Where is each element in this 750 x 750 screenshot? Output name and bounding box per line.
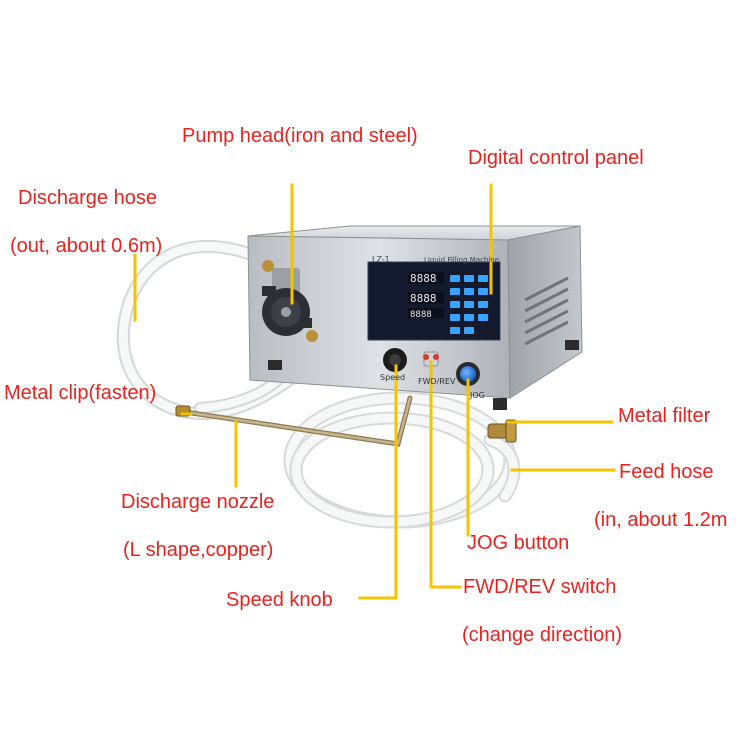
label-metal-filter: Metal filter	[618, 405, 711, 427]
label-fwd-rev-switch: FWD/REV switch	[463, 576, 617, 598]
label-feed-hose: Feed hose	[619, 461, 714, 483]
label-discharge-hose: Discharge hose	[18, 187, 157, 209]
machine-title-text: Liquid Filling Machine	[424, 256, 499, 264]
fwd-rev-switch-illustration	[423, 351, 439, 367]
display-2-text: 8888	[410, 292, 437, 305]
label-discharge-nozzle-shape: (L shape,copper)	[123, 539, 274, 561]
label-jog-button: JOG button	[467, 532, 570, 554]
label-speed-knob: Speed knob	[226, 589, 333, 611]
jog-button-illustration	[456, 362, 480, 386]
label-pump-head: Pump head(iron and steel)	[182, 125, 418, 147]
label-metal-clip: Metal clip(fasten)	[4, 382, 157, 404]
label-discharge-hose-length: (out, about 0.6m)	[10, 235, 163, 257]
speed-knob-illustration	[383, 348, 407, 372]
speed-panel-label: Speed	[380, 373, 405, 382]
label-discharge-nozzle: Discharge nozzle	[121, 491, 275, 513]
fwd-rev-panel-label: FWD/REV	[418, 377, 456, 386]
leader-lines	[133, 183, 616, 600]
feed-hose	[283, 391, 521, 529]
control-panel	[367, 261, 501, 341]
label-feed-hose-length: (in, about 1.2m	[594, 509, 728, 531]
label-fwd-rev-direction: (change direction)	[462, 624, 623, 646]
display-1-text: 8888	[410, 272, 437, 285]
machine-model-text: LZ-1	[372, 255, 390, 264]
label-digital-control-panel: Digital control panel	[468, 147, 644, 169]
metal-filter-illustration	[487, 419, 517, 443]
jog-panel-label: JOG	[469, 391, 485, 400]
discharge-nozzle-illustration	[182, 395, 413, 447]
display-3-text: 8888	[410, 310, 432, 320]
